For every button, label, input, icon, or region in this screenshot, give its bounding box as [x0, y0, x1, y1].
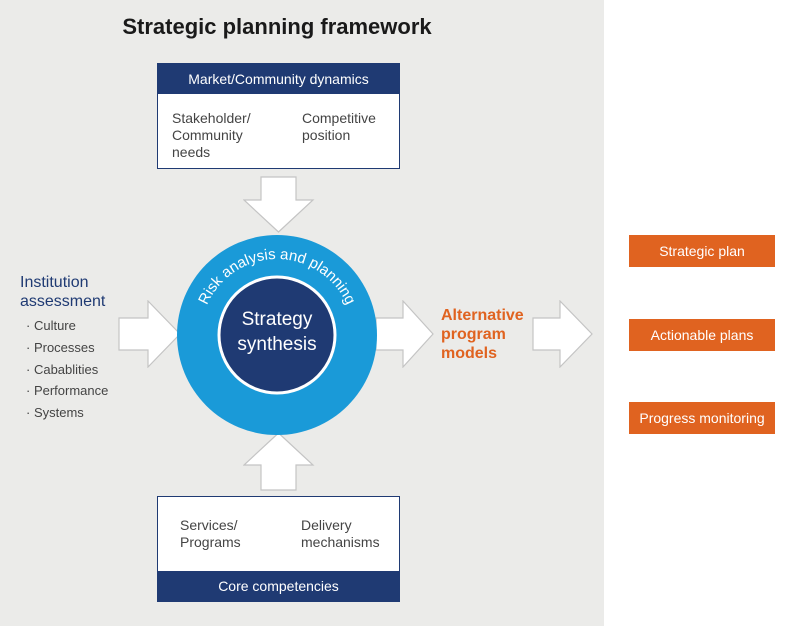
delivery-mechanisms-label: Delivery mechanisms — [301, 517, 380, 550]
list-item: Systems — [20, 402, 108, 424]
list-item: Processes — [20, 337, 108, 359]
right-arrow-middle-icon — [375, 300, 434, 368]
list-item: Performance — [20, 380, 108, 402]
list-item: Cabablities — [20, 359, 108, 381]
core-competencies-header: Core competencies — [158, 571, 399, 601]
institution-assessment: Institution assessment Culture Processes… — [20, 273, 108, 424]
services-programs-label: Services/ Programs — [180, 517, 241, 550]
up-arrow-icon — [243, 432, 315, 491]
core-competencies-box: Services/ Programs Delivery mechanisms C… — [157, 496, 400, 602]
core-label-line1: Strategy — [242, 309, 313, 330]
core-label-line2: synthesis — [237, 334, 316, 355]
stakeholder-needs-label: Stakeholder/ Community needs — [172, 110, 251, 160]
strategic-plan-box: Strategic plan — [629, 235, 775, 267]
institution-assessment-list: Culture Processes Cabablities Performanc… — [20, 315, 108, 424]
list-item: Culture — [20, 315, 108, 337]
market-dynamics-header: Market/Community dynamics — [158, 64, 399, 94]
right-arrow-left-icon — [118, 300, 181, 368]
institution-assessment-title: Institution assessment — [20, 274, 106, 310]
strategy-circle: Risk analysis and planning Strategy synt… — [177, 235, 377, 435]
progress-monitoring-box: Progress monitoring — [629, 402, 775, 434]
diagram-title: Strategic planning framework — [122, 14, 432, 39]
right-arrow-right-icon — [532, 300, 593, 368]
market-dynamics-box: Market/Community dynamics Stakeholder/ C… — [157, 63, 400, 169]
strategy-synthesis-core — [217, 275, 337, 395]
actionable-plans-box: Actionable plans — [629, 319, 775, 351]
down-arrow-icon — [243, 176, 315, 233]
alternative-program-models: Alternative program models — [441, 307, 524, 362]
competitive-position-label: Competitive position — [302, 110, 376, 143]
